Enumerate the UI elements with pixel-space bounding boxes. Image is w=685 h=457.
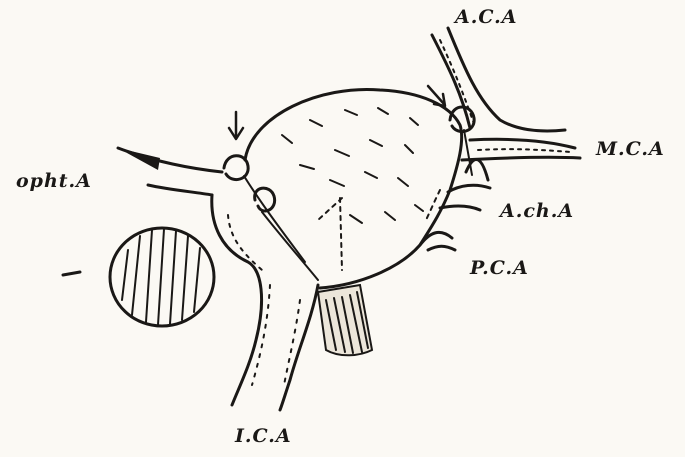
aneurysm-sac (245, 89, 462, 288)
label-ica: I.C.A (235, 425, 292, 447)
arrow-icon (229, 112, 243, 139)
oculomotor-nerve (318, 285, 372, 355)
label-aca: A.C.A (455, 6, 518, 28)
aneurysm-neck-clip-left (224, 156, 318, 280)
label-mca: M.C.A (596, 138, 665, 160)
internal-carotid-artery (212, 195, 318, 410)
label-ach: A.ch.A (500, 200, 574, 222)
label-opht: opht.A (16, 170, 92, 192)
dash-mark (63, 272, 80, 275)
hatched-circle (110, 228, 214, 326)
ophthalmic-artery (118, 148, 222, 195)
label-pca: P.C.A (470, 257, 529, 279)
middle-cerebral-artery (462, 139, 580, 160)
